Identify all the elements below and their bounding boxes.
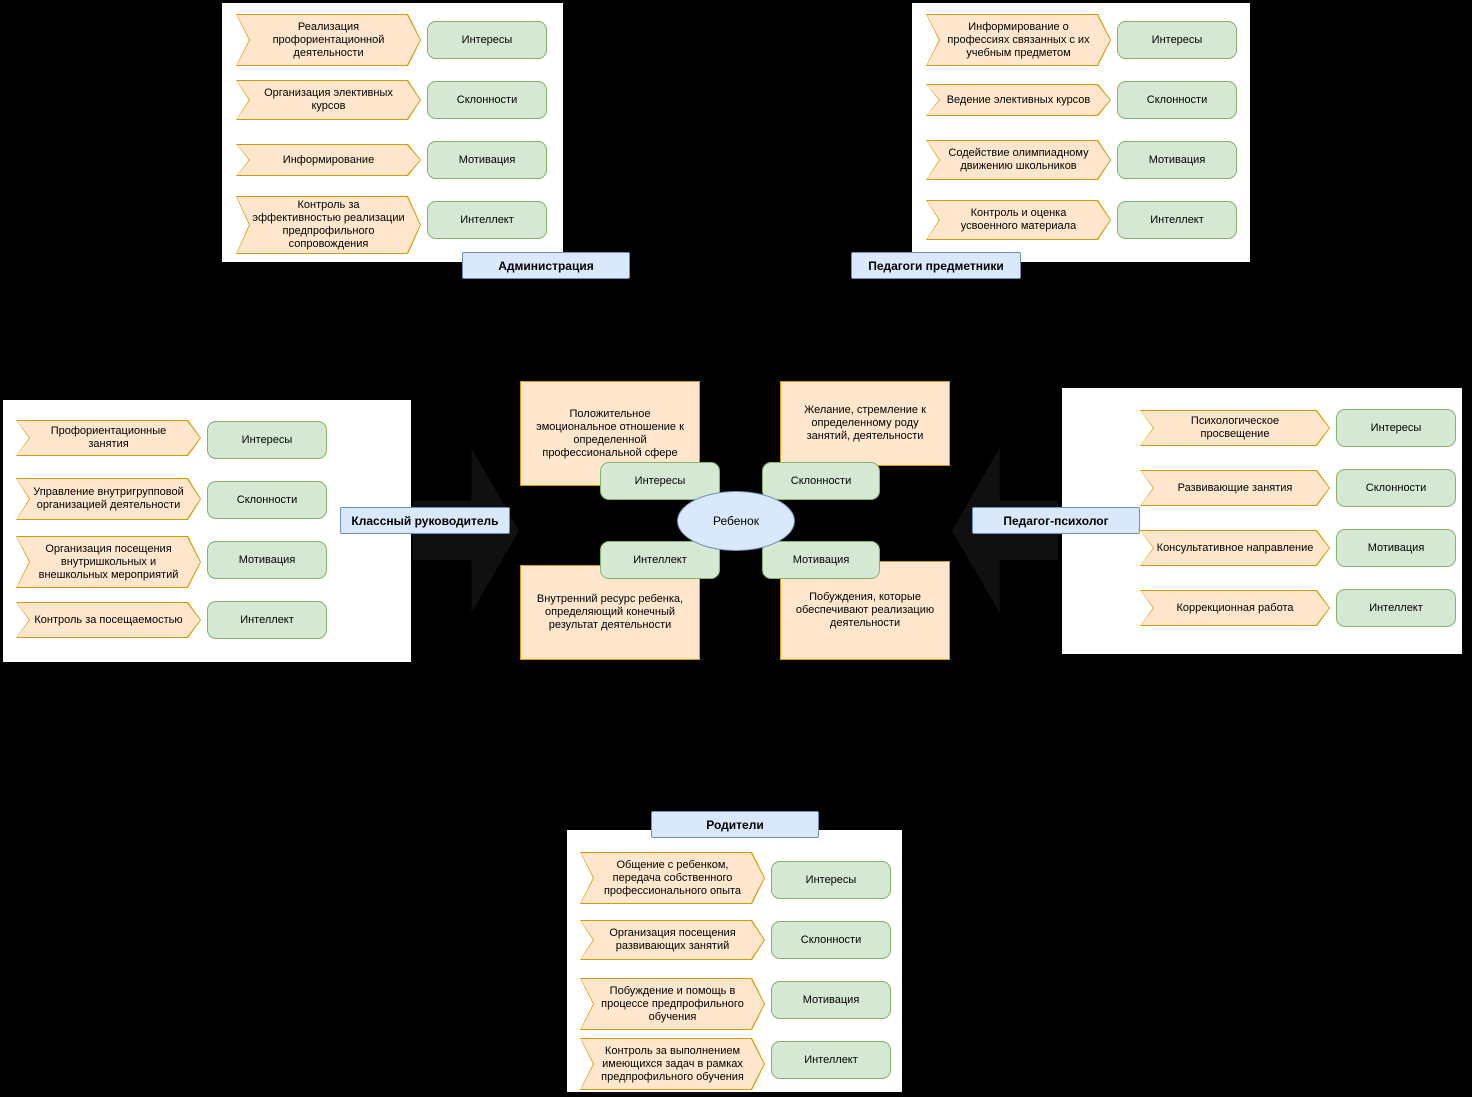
action-arrow: Побуждение и помощь в процессе предпрофи… — [580, 978, 765, 1030]
group-label-class-teacher: Классный руководитель — [340, 507, 510, 534]
action-arrow: Организация посещения развивающих заняти… — [580, 920, 765, 960]
action-arrow: Контроль за выполнением имеющихся задач … — [580, 1038, 765, 1090]
action-label: Консультативное направление — [1156, 541, 1314, 554]
action-label: Профориентационные занятия — [50, 425, 167, 450]
action-arrow: Организация элективных курсов — [236, 80, 421, 120]
quality-pill-motivation: Мотивация — [762, 541, 880, 579]
action-label: Контроль за выполнением имеющихся задач … — [601, 1044, 744, 1083]
action-label: Организация элективных курсов — [264, 87, 393, 112]
action-arrow: Ведение элективных курсов — [926, 84, 1111, 116]
action-label: Организация посещения внутришкольных и в… — [38, 542, 179, 581]
action-arrow: Профориентационные занятия — [16, 420, 201, 456]
panel-psychologist: Психологическое просвещение Интересы Раз… — [1062, 388, 1462, 654]
panel-parents: Общение с ребенком, передача собственног… — [567, 830, 902, 1092]
quality-pill-intellect: Интеллект — [600, 541, 720, 579]
group-label-psychologist: Педагог-психолог — [972, 507, 1140, 534]
action-arrow: Контроль за эффективностью реализации пр… — [236, 196, 421, 254]
group-label-subject-teachers: Педагоги предметники — [851, 252, 1021, 279]
action-label: Развивающие занятия — [1177, 481, 1293, 494]
action-arrow: Организация посещения внутришкольных и в… — [16, 536, 201, 588]
quality-description-intellect: Внутренний ресурс ребенка, определяющий … — [520, 565, 700, 660]
action-label: Побуждение и помощь в процессе предпрофи… — [601, 984, 744, 1023]
action-label: Ведение элективных курсов — [946, 93, 1091, 106]
quality-pill: Интеллект — [1117, 201, 1237, 239]
action-arrow: Общение с ребенком, передача собственног… — [580, 852, 765, 904]
action-arrow: Консультативное направление — [1140, 530, 1330, 566]
quality-pill: Интересы — [207, 421, 327, 459]
action-label: Общение с ребенком, передача собственног… — [603, 858, 742, 897]
quality-pill: Интеллект — [1336, 589, 1456, 627]
action-arrow: Управление внутригрупповой организацией … — [16, 478, 201, 520]
quality-pill: Интересы — [771, 861, 891, 899]
panel-administration: Реализация профориентационной деятельнос… — [222, 3, 563, 262]
quality-pill: Склонности — [207, 481, 327, 519]
action-label: Информирование — [282, 153, 375, 166]
action-label: Контроль за эффективностью реализации пр… — [252, 199, 405, 250]
quality-pill-inclinations: Склонности — [762, 462, 880, 500]
action-label: Психологическое просвещение — [1190, 415, 1280, 440]
quality-pill: Интересы — [1117, 21, 1237, 59]
action-arrow: Реализация профориентационной деятельнос… — [236, 14, 421, 66]
quality-pill: Склонности — [1117, 81, 1237, 119]
group-label-parents: Родители — [651, 811, 819, 838]
quality-pill: Мотивация — [771, 981, 891, 1019]
action-arrow: Содействие олимпиадному движению школьни… — [926, 140, 1111, 180]
action-arrow: Информирование — [236, 144, 421, 176]
action-label: Информирование о профессиях связанных с … — [947, 20, 1090, 59]
action-label: Коррекционная работа — [1176, 601, 1294, 614]
action-arrow: Психологическое просвещение — [1140, 410, 1330, 446]
quality-pill: Мотивация — [1117, 141, 1237, 179]
action-label: Организация посещения развивающих заняти… — [609, 927, 736, 952]
quality-description-inclinations: Желание, стремление к определенному роду… — [780, 381, 950, 466]
quality-pill: Склонности — [427, 81, 547, 119]
action-arrow: Развивающие занятия — [1140, 470, 1330, 506]
quality-pill: Склонности — [771, 921, 891, 959]
action-label: Контроль за посещаемостью — [34, 613, 183, 626]
action-arrow: Информирование о профессиях связанных с … — [926, 14, 1111, 66]
action-arrow: Коррекционная работа — [1140, 590, 1330, 626]
quality-pill: Интересы — [427, 21, 547, 59]
action-arrow: Контроль за посещаемостью — [16, 602, 201, 638]
quality-pill-interests: Интересы — [600, 462, 720, 500]
action-arrow: Контроль и оценка усвоенного материала — [926, 200, 1111, 240]
quality-pill: Интересы — [1336, 409, 1456, 447]
group-label-administration: Администрация — [462, 252, 630, 279]
action-label: Реализация профориентационной деятельнос… — [272, 20, 385, 59]
action-label: Управление внутригрупповой организацией … — [33, 486, 184, 511]
action-label: Содействие олимпиадному движению школьни… — [948, 147, 1089, 172]
quality-pill: Интеллект — [771, 1041, 891, 1079]
action-label: Контроль и оценка усвоенного материала — [960, 207, 1077, 232]
quality-pill: Мотивация — [1336, 529, 1456, 567]
quality-pill: Интеллект — [427, 201, 547, 239]
quality-pill: Интеллект — [207, 601, 327, 639]
quality-pill: Мотивация — [207, 541, 327, 579]
panel-subject-teachers: Информирование о профессиях связанных с … — [912, 3, 1250, 262]
quality-pill: Склонности — [1336, 469, 1456, 507]
child-ellipse: Ребенок — [677, 491, 795, 551]
quality-pill: Мотивация — [427, 141, 547, 179]
